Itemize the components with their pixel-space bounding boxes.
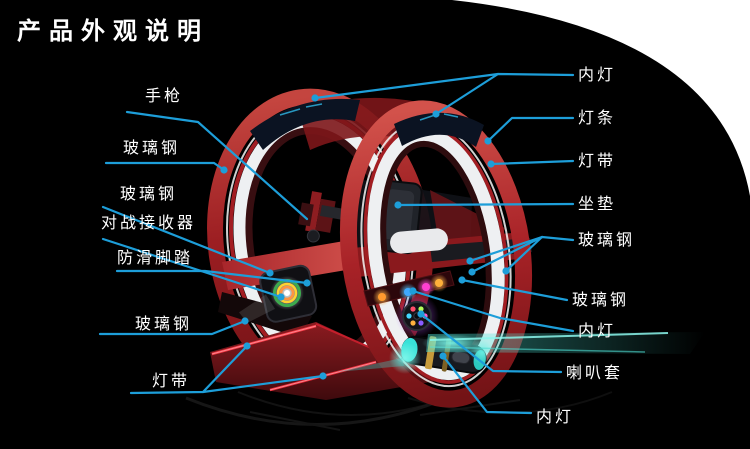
label-fiberglass-right-2: 玻璃钢 <box>572 290 630 309</box>
teal-glow-beams <box>336 332 705 372</box>
under-arm <box>218 292 312 338</box>
leader-line-anti-slip-pedal <box>115 269 309 285</box>
speaker <box>395 294 439 338</box>
leader-line-battle-receiver <box>101 237 283 299</box>
leader-dot-fiberglass-right-1 <box>502 267 510 275</box>
left-ring-inner-light-panel <box>250 98 360 150</box>
leader-dot-light-strip-right <box>487 160 495 168</box>
leader-line-fiberglass-right-2 <box>460 278 569 302</box>
label-light-bar: 灯条 <box>578 108 617 127</box>
leader-dot-inner-light-bottom <box>439 352 447 360</box>
leader-dot-fiberglass-right-1 <box>466 257 474 265</box>
leader-line-fiberglass-left-3 <box>98 319 247 336</box>
label-inner-light-bottom: 内灯 <box>536 407 575 426</box>
leader-dot-fiberglass-left-2 <box>266 269 274 277</box>
leader-dot-inner-light-top <box>432 110 440 118</box>
leader-line-light-strip-right <box>489 159 575 166</box>
leader-dot-battle-receiver <box>277 293 285 301</box>
leader-lines <box>98 72 575 415</box>
leader-dot-horn-cover <box>417 310 425 318</box>
label-fiberglass-right-1: 玻璃钢 <box>578 230 636 249</box>
leader-line-fiberglass-left-1 <box>104 161 226 172</box>
leader-line-light-bar <box>486 116 575 143</box>
white-corner <box>452 0 750 196</box>
seat-pad <box>390 228 448 254</box>
label-anti-slip-pedal: 防滑脚踏 <box>116 248 193 267</box>
leader-dot-anti-slip-pedal <box>303 279 311 287</box>
gun <box>298 191 344 243</box>
leader-line-horn-cover <box>419 312 563 374</box>
leader-dot-light-strip-left <box>243 342 251 350</box>
leader-dot-inner-light-middle <box>409 287 417 295</box>
leader-line-seat-cushion <box>396 202 575 207</box>
machine-illustration <box>185 88 705 431</box>
leader-dot-fiberglass-right-2 <box>458 276 466 284</box>
right-ring-inner-light-panel <box>394 112 484 147</box>
leader-line-fiberglass-right-1 <box>504 235 544 273</box>
leader-dot-light-bar <box>484 137 492 145</box>
leader-line-inner-light-middle <box>411 289 575 333</box>
page-title: 产品外观说明 <box>17 17 209 45</box>
label-inner-light-middle: 内灯 <box>578 321 617 340</box>
leader-line-inner-light-bottom <box>441 354 533 415</box>
label-fiberglass-left-2: 玻璃钢 <box>119 184 177 203</box>
leader-line-fiberglass-left-2 <box>101 205 272 275</box>
label-fiberglass-left-1: 玻璃钢 <box>122 138 180 157</box>
label-inner-light-top: 内灯 <box>578 65 617 84</box>
leader-dot-fiberglass-right-1 <box>468 268 476 276</box>
label-seat-cushion: 坐垫 <box>578 194 617 213</box>
leader-line-light-strip-left <box>201 374 325 394</box>
leader-dot-fiberglass-left-1 <box>220 166 228 174</box>
leader-dot-inner-light-top <box>311 94 319 102</box>
light-bar-leds <box>363 270 455 307</box>
label-battle-receiver: 对战接收器 <box>100 213 196 232</box>
leader-line-inner-light-top <box>313 72 500 100</box>
leader-dot-light-strip-left <box>319 372 327 380</box>
label-light-strip-left: 灯带 <box>151 371 190 390</box>
label-gun: 手枪 <box>144 86 183 105</box>
leader-dot-fiberglass-left-3 <box>241 317 249 325</box>
label-fiberglass-left-3: 玻璃钢 <box>134 314 192 333</box>
leader-line-fiberglass-right-1 <box>470 235 544 274</box>
leader-dot-seat-cushion <box>394 201 402 209</box>
label-light-strip-right: 灯带 <box>578 151 617 170</box>
label-horn-cover: 喇叭套 <box>566 363 624 382</box>
dark-bar <box>430 238 532 262</box>
leader-line-gun <box>125 110 309 221</box>
